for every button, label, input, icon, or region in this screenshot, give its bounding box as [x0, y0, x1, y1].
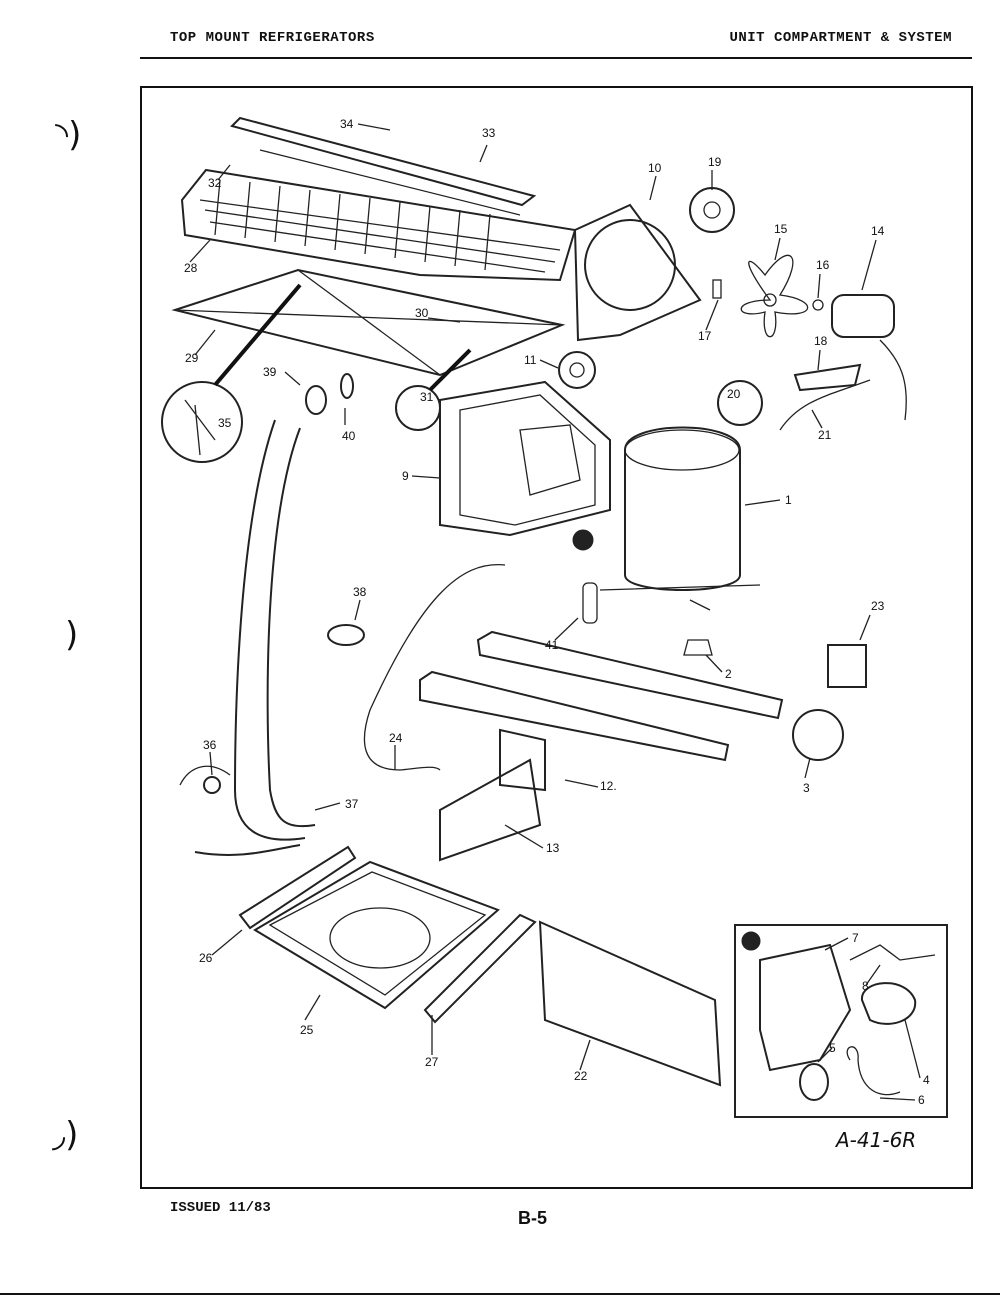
callout-6: 6 [918, 1093, 925, 1107]
motor-bracket-part [717, 363, 871, 431]
callout-24: 24 [389, 731, 403, 745]
callout-33: 33 [482, 126, 496, 140]
callout-5: 5 [829, 1041, 836, 1055]
binder-hole-mark: ) [65, 615, 79, 655]
clip-40-part [340, 373, 354, 399]
mounting-grommet-part [683, 639, 713, 656]
callout-15: 15 [774, 222, 788, 236]
header-right-title: UNIT COMPARTMENT & SYSTEM [729, 30, 952, 46]
binder-hole-mark: ◝) [55, 115, 82, 155]
callout-12: 12. [600, 779, 617, 793]
binder-hole-mark: ◞) [52, 1115, 79, 1155]
page-number: B-5 [518, 1208, 548, 1228]
callout-17: 17 [698, 329, 712, 343]
callout-22: 22 [574, 1069, 588, 1083]
power-cord-part [363, 563, 506, 771]
callout-27: 27 [425, 1055, 439, 1069]
callout-28: 28 [184, 261, 198, 275]
callout-4: 4 [923, 1073, 930, 1087]
washer-part [812, 299, 824, 311]
detail-circle-35 [161, 283, 302, 463]
callout-16: 16 [816, 258, 830, 272]
callout-34: 34 [340, 117, 354, 131]
callout-37: 37 [345, 797, 359, 811]
callout-14: 14 [871, 224, 885, 238]
callout-11: 11 [524, 353, 537, 367]
header-left-title: TOP MOUNT REFRIGERATORS [170, 30, 375, 46]
diagram-frame [140, 86, 973, 1189]
callout-10: 10 [648, 161, 662, 175]
evaporator-housing-part [439, 380, 611, 537]
callout-8: 8 [862, 979, 869, 993]
callout-labels: 34 33 32 28 30 29 35 39 40 31 10 19 15 1… [184, 117, 930, 1107]
access-panel-part [538, 920, 722, 1087]
fan-shroud-part [573, 203, 702, 342]
detail-circle-19 [689, 187, 735, 233]
drain-hose-part [194, 419, 316, 856]
inset-marker-dot [572, 529, 594, 551]
callout-7: 7 [852, 931, 859, 945]
callout-23: 23 [871, 599, 885, 613]
detail-circle-11 [558, 351, 596, 389]
callout-41: 41 [545, 638, 559, 652]
filter-drier-part [582, 582, 598, 624]
callout-2: 2 [725, 667, 732, 681]
callout-35: 35 [218, 416, 232, 430]
bottom-rule [0, 1293, 1000, 1295]
callout-39: 39 [263, 365, 277, 379]
callout-3: 3 [803, 781, 810, 795]
callout-18: 18 [814, 334, 828, 348]
base-panel-part [439, 728, 546, 862]
header-rule [140, 57, 972, 59]
grommet-39-part [305, 385, 327, 415]
fan-blade-part [740, 254, 809, 338]
inset-detail-box [734, 924, 948, 1118]
relay-part [827, 644, 867, 688]
drain-pan-part [238, 845, 500, 1010]
hose-clamp-part [327, 624, 365, 646]
clip-part [712, 279, 722, 299]
callout-25: 25 [300, 1023, 314, 1037]
callout-21: 21 [818, 428, 832, 442]
callout-9: 9 [402, 469, 409, 483]
mounting-rail-part [419, 630, 844, 762]
diagram-reference-code: A-41-6R [836, 1128, 917, 1152]
issued-date: ISSUED 11/83 [170, 1200, 271, 1216]
callout-38: 38 [353, 585, 367, 599]
callout-36: 36 [203, 738, 217, 752]
drain-pan-sheet-part [171, 268, 566, 377]
side-bracket-part [423, 913, 537, 1024]
condenser-coil-part [180, 168, 577, 282]
callout-31: 31 [420, 390, 434, 404]
callout-13: 13 [546, 841, 560, 855]
callout-1: 1 [785, 493, 792, 507]
callout-40: 40 [342, 429, 356, 443]
leader-lines [189, 123, 921, 1101]
callout-20: 20 [727, 387, 741, 401]
top-rail-part [230, 116, 537, 216]
clip-36-part [179, 765, 231, 786]
callout-19: 19 [708, 155, 722, 169]
callout-26: 26 [199, 951, 213, 965]
callout-30: 30 [415, 306, 429, 320]
compressor-part [599, 426, 761, 611]
fan-motor-part [831, 294, 907, 421]
